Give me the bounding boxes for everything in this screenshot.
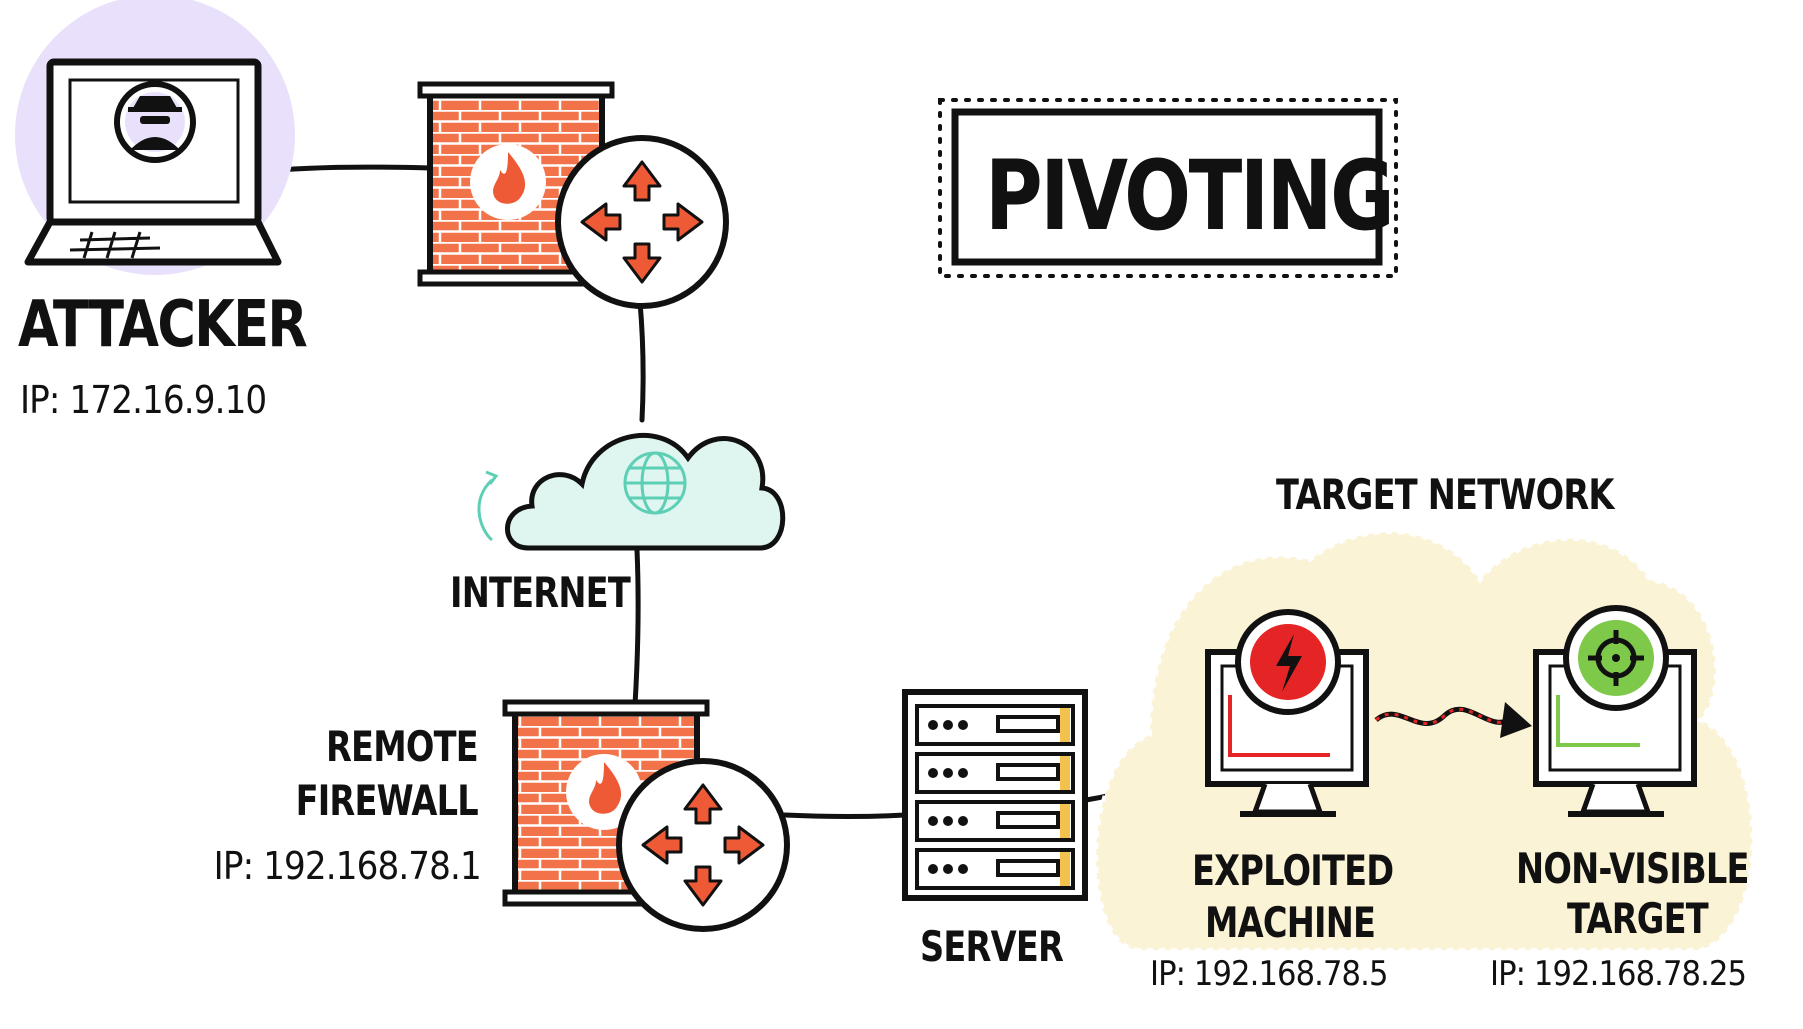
- attacker-label: ATTACKER: [18, 288, 308, 362]
- remote-firewall-label-2: FIREWALL: [295, 776, 479, 825]
- remote-router: [616, 758, 790, 932]
- target-ip: IP: 192.168.78.25: [1490, 954, 1747, 994]
- flame-shape: [493, 152, 526, 204]
- attacker-ip: IP: 172.16.9.10: [20, 378, 267, 422]
- target-label-2: TARGET: [1567, 894, 1709, 943]
- title-frame: [938, 98, 1398, 278]
- remote-firewall-ip: IP: 192.168.78.1: [213, 844, 482, 888]
- exploited-machine: [1205, 609, 1369, 817]
- exploited-ip: IP: 192.168.78.5: [1150, 954, 1388, 994]
- exploited-label-2: MACHINE: [1205, 898, 1376, 947]
- link-internet-remote: [632, 547, 641, 708]
- internet-label: INTERNET: [450, 568, 631, 617]
- globe-icon: [623, 451, 687, 515]
- page-title: PIVOTING: [985, 140, 1395, 252]
- attacker-router: [555, 135, 729, 309]
- exploited-label-1: EXPLOITED: [1192, 846, 1394, 895]
- target-network-label: TARGET NETWORK: [1276, 470, 1614, 519]
- remote-firewall-label-1: REMOTE: [326, 722, 479, 771]
- target-label-1: NON-VISIBLE: [1516, 844, 1749, 893]
- server-label: SERVER: [920, 922, 1064, 971]
- attacker-laptop: [15, 0, 295, 275]
- pivot-arrow: [1374, 702, 1532, 738]
- lightning-icon: [1235, 609, 1341, 715]
- internet-cloud: [477, 433, 786, 551]
- spy-icon: [114, 81, 196, 163]
- link-router-internet: [637, 299, 646, 423]
- server-rack-icon: [902, 689, 1088, 901]
- link-remote-server: [782, 812, 908, 819]
- crosshair-icon: [1563, 605, 1669, 711]
- target-machine: [1533, 605, 1697, 817]
